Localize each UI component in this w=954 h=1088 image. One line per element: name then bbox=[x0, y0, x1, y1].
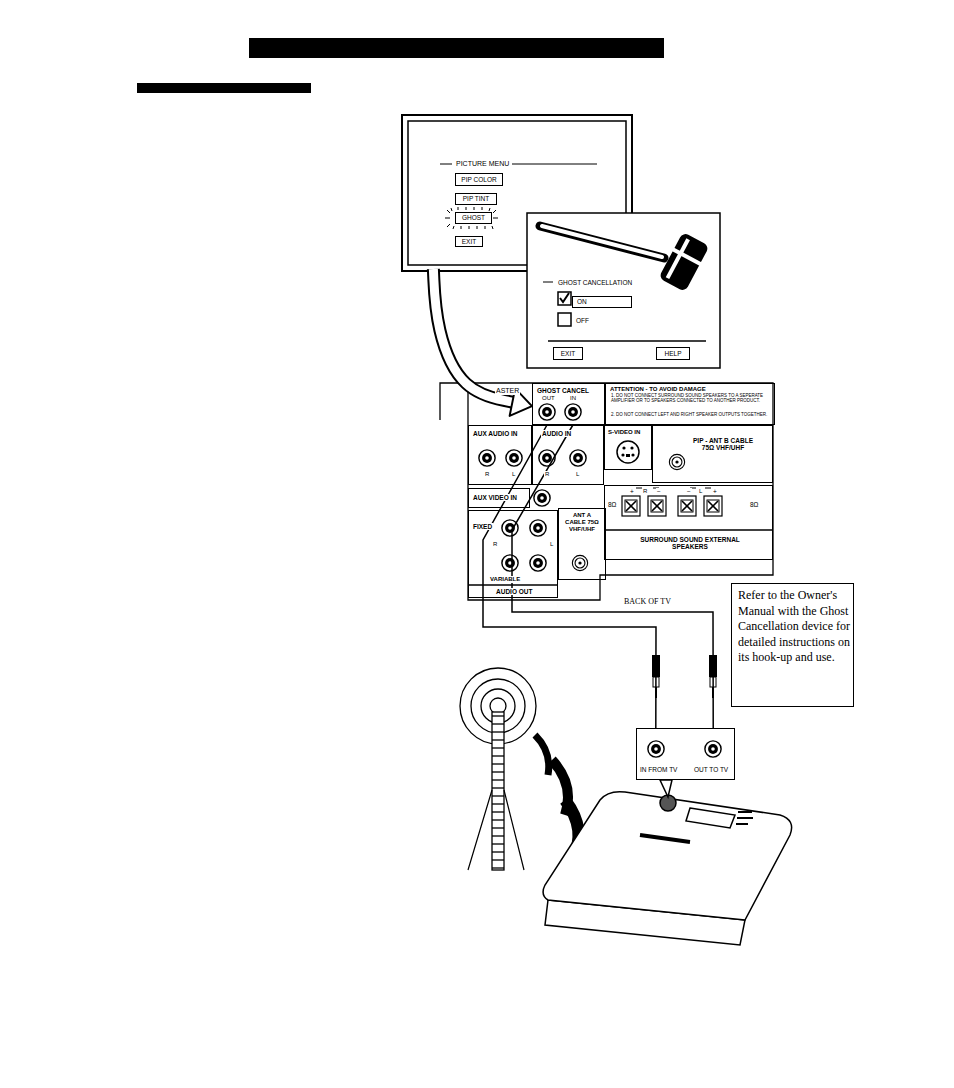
node-text: L bbox=[511, 471, 516, 478]
node-text: GHOST CANCELLATION bbox=[557, 279, 633, 286]
node-text: 2. DO NOT CONNECT LEFT AND RIGHT SPEAKER… bbox=[610, 413, 772, 418]
option-label: OFF bbox=[575, 317, 590, 324]
node-text: − bbox=[656, 488, 662, 495]
panel-label: ASTER bbox=[495, 387, 520, 395]
callout-box: Refer to the Owner's Manual with the Gho… bbox=[731, 583, 854, 707]
ghost-menu-screen bbox=[527, 213, 720, 368]
tv-screen: PIP COLOR PIP TINT GHOST EXIT PICTURE MENU bbox=[404, 117, 630, 269]
node-text: AUX VIDEO IN bbox=[472, 494, 518, 501]
node-text: AUDIO IN bbox=[541, 430, 572, 437]
node-text: − bbox=[686, 488, 692, 495]
node-text: PIP - ANT B CABLE 75Ω VHF/UHF bbox=[691, 437, 755, 452]
menu-button: GHOST bbox=[455, 212, 492, 224]
node-text: OUT TO TV bbox=[693, 766, 729, 773]
node-text: GHOST bbox=[461, 214, 486, 221]
node-text: R bbox=[492, 541, 498, 548]
node-text: ON bbox=[576, 298, 588, 305]
warning-section: ATTENTION - TO AVOID DAMAGE1. DO NOT CON… bbox=[605, 383, 775, 425]
device-jacks bbox=[648, 741, 721, 757]
jack-section: PIP - ANT B CABLE 75Ω VHF/UHF bbox=[652, 425, 773, 483]
jack-section: AUX VIDEO IN bbox=[468, 488, 530, 508]
node-text: EXIT bbox=[560, 350, 576, 357]
menu-button: PIP TINT bbox=[455, 193, 497, 205]
menu-button: HELP bbox=[656, 347, 690, 360]
node-text: L bbox=[698, 488, 703, 495]
node-text: L bbox=[575, 471, 580, 478]
node-text: BACK OF TV bbox=[623, 598, 672, 607]
signal-cable bbox=[512, 425, 713, 728]
node-text: EXIT bbox=[461, 238, 477, 245]
jack-section: ANT A CABLE 75Ω VHF/UHF bbox=[558, 508, 606, 580]
node-text: AUDIO OUT bbox=[495, 588, 533, 595]
node-text: 1. DO NOT CONNECT SURROUND SOUND SPEAKER… bbox=[610, 394, 772, 404]
node-text: VARIABLE bbox=[489, 576, 521, 583]
jack-section: FIXED R L VARIABLE AUDIO OUT bbox=[468, 510, 558, 598]
node-text: 8Ω bbox=[749, 501, 759, 508]
node-text: IN bbox=[569, 395, 577, 402]
tv-back-panel bbox=[440, 383, 773, 600]
ghost-cancel-device bbox=[543, 780, 792, 945]
option-box: ON bbox=[572, 296, 632, 308]
node-text: FIXED bbox=[472, 523, 493, 530]
signal-cable bbox=[483, 425, 656, 728]
node-text: R bbox=[544, 471, 550, 478]
redacted-bars bbox=[137, 38, 664, 93]
node-text: ANT A CABLE 75Ω VHF/UHF bbox=[561, 512, 603, 533]
rca-plugs bbox=[652, 655, 717, 698]
menu-button: EXIT bbox=[553, 347, 583, 360]
jack-section: AUX AUDIO IN R L bbox=[468, 425, 532, 485]
ghost-menu-screen: ON EXIT HELP GHOST CANCELLATION bbox=[527, 213, 720, 368]
back-panel: GHOST CANCELOUT IN ATTENTION - TO AVOID DA… bbox=[468, 383, 773, 613]
pointer-arrow bbox=[433, 269, 532, 416]
node-text: PICTURE MENU bbox=[455, 160, 510, 168]
node-text: S-VIDEO IN bbox=[607, 429, 641, 436]
node-text: Refer to the Owner's Manual with the Gho… bbox=[737, 588, 851, 666]
device-jack-panel: IN FROM TV OUT TO TV bbox=[636, 728, 735, 780]
node-text: AUX AUDIO IN bbox=[472, 430, 519, 437]
node-text: + bbox=[712, 488, 718, 495]
node-text: L bbox=[549, 541, 554, 548]
node-text: R bbox=[484, 471, 490, 478]
node-text: PIP COLOR bbox=[460, 176, 497, 183]
node-text: ATTENTION - TO AVOID DAMAGE bbox=[609, 386, 707, 393]
jack-section: AUDIO IN R L bbox=[532, 425, 604, 485]
node-text: IN FROM TV bbox=[639, 766, 678, 773]
node-text: GHOST CANCEL bbox=[536, 387, 590, 394]
jack-section: S-VIDEO IN bbox=[604, 425, 652, 470]
menu-button: PIP COLOR bbox=[455, 173, 503, 186]
node-text: + bbox=[629, 488, 635, 495]
menu-button: EXIT bbox=[455, 236, 483, 247]
node-text: PIP TINT bbox=[462, 195, 491, 202]
jack-section: GHOST CANCELOUT IN bbox=[532, 383, 605, 425]
node-text: R bbox=[642, 488, 648, 495]
node-text: OUT bbox=[541, 395, 556, 402]
node-text: SURROUND SOUND EXTERNAL SPEAKERS bbox=[629, 536, 751, 551]
speaker-terminals: 8Ω+R−−L+8ΩSURROUND SOUND EXTERNAL SPEAKE… bbox=[604, 485, 773, 560]
node-text: 8Ω bbox=[607, 501, 617, 508]
node-text: HELP bbox=[664, 350, 683, 357]
